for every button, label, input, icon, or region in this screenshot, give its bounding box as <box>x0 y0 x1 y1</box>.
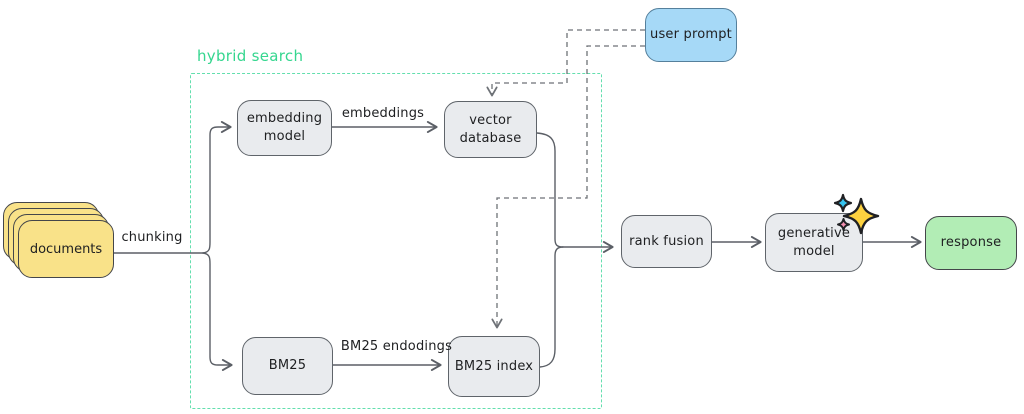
chunking-edge-label: chunking <box>121 230 183 245</box>
response-node: response <box>925 216 1017 270</box>
embedding-model-node: embedding model <box>237 100 332 156</box>
sparkles-icon <box>833 193 880 235</box>
hybrid-search-group-label: hybrid search <box>197 47 304 65</box>
documents-label: documents <box>29 241 103 257</box>
wire-bm25-index-to-rank-fusion <box>539 246 564 368</box>
wire-fork-to-embedding-model <box>202 121 232 254</box>
user-prompt-node: user prompt <box>645 8 737 62</box>
hybrid-search-group-box <box>190 73 602 409</box>
bm25-node: BM25 <box>242 337 333 395</box>
documents-card-front: documents <box>18 220 114 278</box>
embeddings-edge-label: embeddings <box>341 106 425 121</box>
wire-vector-db-to-rank-fusion <box>536 132 614 253</box>
rank-fusion-node: rank fusion <box>621 215 712 268</box>
wire-user-prompt-to-bm25-index <box>491 45 645 329</box>
bm25-index-node: BM25 index <box>448 336 540 397</box>
bm25-encodings-edge-label: BM25 endodings <box>340 339 453 354</box>
vector-database-node: vector database <box>444 101 537 158</box>
wire-user-prompt-to-vector-db <box>486 29 645 97</box>
wire-fork-to-bm25 <box>202 252 233 371</box>
